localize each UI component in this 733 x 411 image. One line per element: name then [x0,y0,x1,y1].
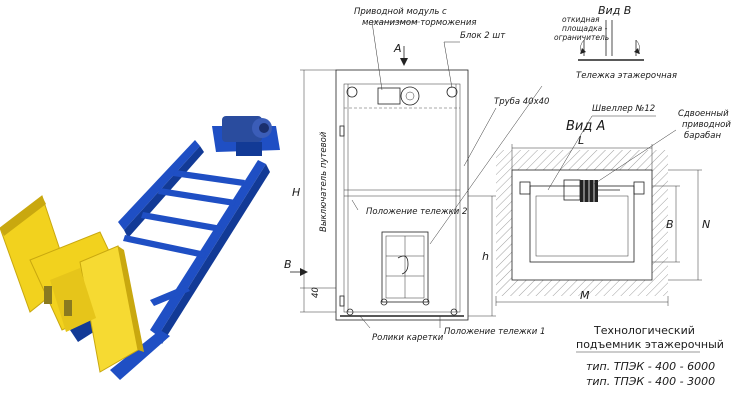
label-pipe: Труба 40х40 [494,97,549,107]
frame-crossbar-5 [150,285,190,306]
pulley-left [346,86,358,98]
label-drum-1: Сдвоенный [678,109,729,119]
label-rollers: Ролики каретки [372,333,444,343]
leader-block [443,41,453,89]
yellow-platform-back-edge [0,196,46,236]
lift-3d-illustration [0,116,280,380]
cart-hook [397,255,409,275]
title-line-1: Технологический [593,324,695,337]
motor-housing [222,116,262,142]
label-dim-N: N [702,218,710,231]
pulley-right [446,86,458,98]
label-dim-M: M [580,289,590,302]
roller-right [450,308,458,316]
frame-crossbar-4 [123,235,206,258]
label-view-a-title: Вид А [566,119,605,134]
drive-module-drum [400,86,420,106]
leader-cart-shelf [429,85,543,245]
frame-crossbar-1 [173,170,245,186]
view-b-swing-arrow-left [580,48,586,54]
side-view-drawing [290,21,543,329]
label-travel-switch: Выключатель путевой [319,131,329,232]
title-block: Технологический подъемник этажерочный ти… [576,324,724,388]
carriage-bracket-1 [44,286,52,304]
side-view-inner-frame [343,83,461,313]
frame-crossbar-3 [141,212,222,232]
cart-wheel-right [422,298,430,306]
carriage-bracket-2 [64,300,72,316]
label-platform-2: площадка - [562,24,608,33]
travel-switch-bottom [339,295,345,307]
arrow-b-head [300,268,308,276]
label-dim-h: h [482,250,489,263]
label-arrow-a: А [393,42,402,55]
frame-crossbar-2 [158,188,236,206]
yellow-platform-front-edge [118,246,144,352]
view-a-bracket-right [633,181,645,195]
leader-pipe [463,107,497,167]
cart-lower [381,231,429,303]
view-a-bracket-left [519,181,531,195]
label-channel: Швеллер №12 [592,104,655,114]
label-cart-shelf: Тележка этажерочная [576,71,677,81]
label-platform-1: откидная [562,15,600,24]
drive-module-body [377,87,401,105]
label-drum-3: барабан [684,131,722,141]
label-dim-H: H [292,186,300,199]
leader-cart-pos-2 [351,199,359,211]
label-dim-L: L [578,134,584,147]
label-dim-40: 40 [311,287,321,298]
leader-twin-drum [593,129,677,185]
diagram-labels: Приводной модуль с механизмом торможения… [284,4,731,343]
cart-wheel-left [380,298,388,306]
leader-channel [547,115,593,191]
label-arrow-b: В [284,258,292,271]
view-b-swing-arrow-right [634,48,640,54]
motor-cap-inner [259,123,269,133]
motor-bracket [236,142,262,156]
leader-drive-module [371,21,383,91]
label-cart-pos-2: Положение тележки 2 [366,207,467,217]
title-line-3: тип. ТПЭК - 400 - 6000 [586,360,715,373]
travel-switch-top [339,125,345,137]
leader-rollers [359,315,371,329]
side-view-outer-frame [335,69,469,321]
title-line-4: тип. ТПЭК - 400 - 3000 [586,375,715,388]
label-cart-pos-1: Положение тележки 1 [444,327,545,337]
label-platform-3: ограничитель [554,33,609,42]
title-line-2: подъемник этажерочный [576,338,724,351]
label-block: Блок 2 шт [460,31,506,41]
yellow-carriage-side [50,268,96,332]
view-b-drawing [578,20,644,61]
frame-rail-right-lower [158,164,270,344]
drive-module-drum-core [405,91,415,101]
frame-rail-left [118,140,200,230]
label-drive-module-2: механизмом торможения [362,18,476,28]
label-view-b-title: Вид В [598,4,631,17]
label-drum-2: приводной [682,120,731,130]
roller-left [346,308,354,316]
frame-foot [110,330,170,380]
label-dim-B: B [666,218,674,231]
arrow-a-head [400,58,408,66]
view-a-drawing [495,115,702,306]
label-drive-module-1: Приводной модуль с [354,7,447,17]
view-a-shaft-outline [511,169,653,281]
